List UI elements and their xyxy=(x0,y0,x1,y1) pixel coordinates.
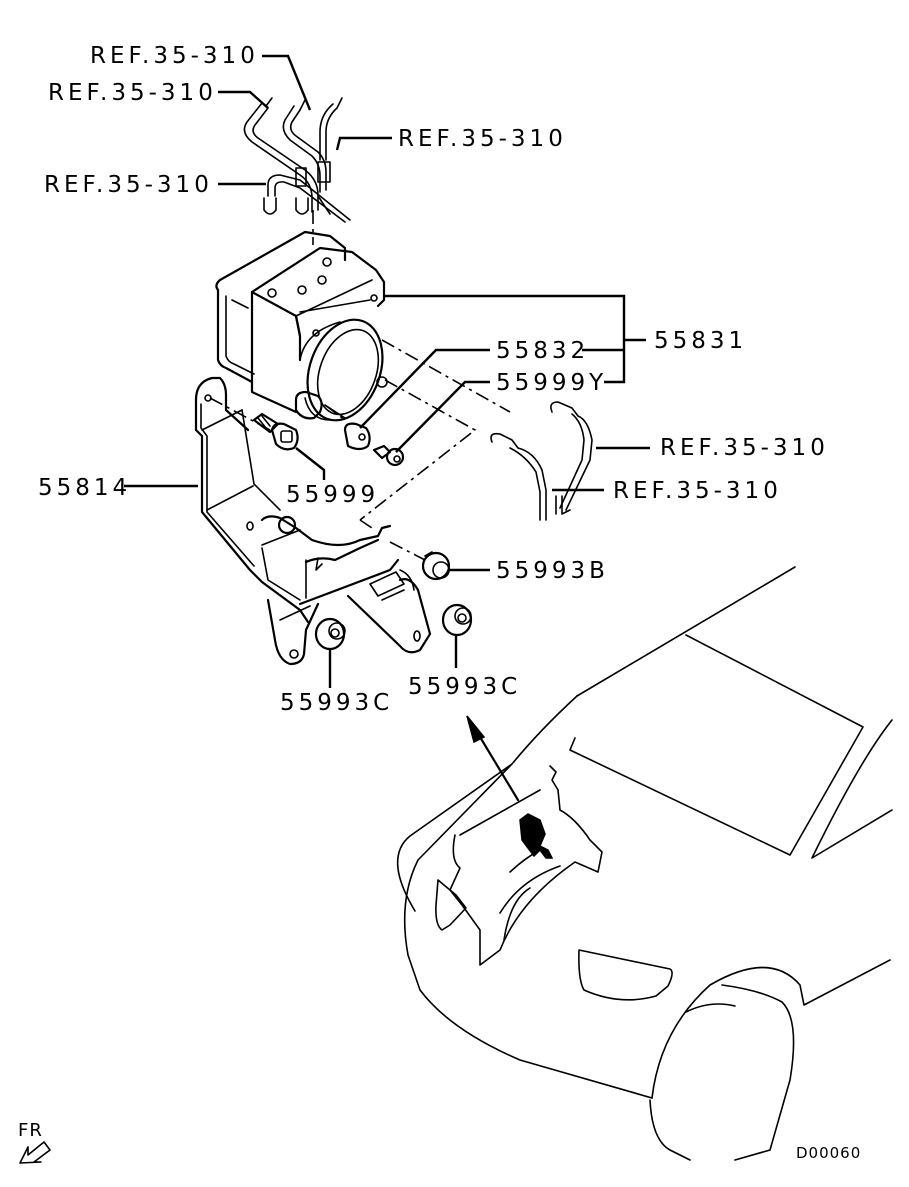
vehicle-location-illustration xyxy=(396,566,893,1161)
callout-part-55993C-left[interactable]: 55993C xyxy=(280,690,393,716)
callout-ref-5[interactable]: REF.35-310 xyxy=(660,435,829,461)
abs-hydraulic-unit-illustration xyxy=(215,230,388,422)
brake-lines-illustration xyxy=(243,97,351,245)
callout-part-55999Y[interactable]: 55999Y xyxy=(496,370,607,396)
callout-part-55999[interactable]: 55999 xyxy=(286,482,379,508)
callout-ref-1[interactable]: REF.35-310 xyxy=(90,43,259,69)
callout-part-55831[interactable]: 55831 xyxy=(654,328,747,354)
part-55832-bushing xyxy=(343,422,371,451)
callout-part-55993B[interactable]: 55993B xyxy=(496,558,609,584)
part-55993C-left-nut xyxy=(314,617,346,651)
diagram-id: D00060 xyxy=(796,1144,861,1162)
callout-ref-3[interactable]: REF.35-310 xyxy=(398,126,567,152)
leader-lines xyxy=(124,54,650,688)
callout-part-55832[interactable]: 55832 xyxy=(496,338,589,364)
part-55993B-nut xyxy=(421,551,451,581)
front-indicator-label: FR xyxy=(18,1120,43,1141)
front-direction-indicator xyxy=(19,1141,51,1164)
part-55999-bolt xyxy=(252,412,299,451)
right-brake-lines-illustration xyxy=(490,401,593,521)
part-55814-bracket xyxy=(194,376,432,666)
callout-ref-6[interactable]: REF.35-310 xyxy=(613,478,782,504)
callout-part-55814[interactable]: 55814 xyxy=(38,475,131,501)
callout-ref-2[interactable]: REF.35-310 xyxy=(48,80,217,106)
part-55993C-right-nut xyxy=(441,603,473,637)
part-55999Y-bolt xyxy=(372,444,405,467)
callout-ref-4[interactable]: REF.35-310 xyxy=(44,172,213,198)
front-arrow-icon xyxy=(19,1141,51,1164)
callout-part-55993C-right[interactable]: 55993C xyxy=(408,674,521,700)
callout-labels: REF.35-310 REF.35-310 REF.35-310 REF.35-… xyxy=(18,43,861,1162)
